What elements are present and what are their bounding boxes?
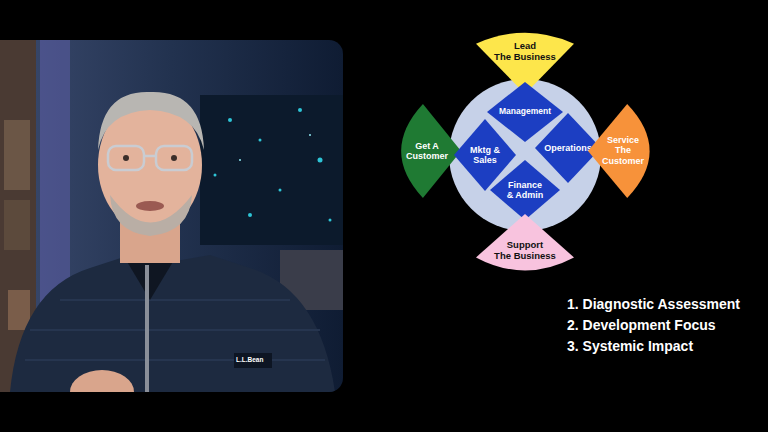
node-label: Mktg & Sales [470, 145, 500, 166]
text-line: Finance [507, 180, 544, 190]
node-label: Get A Customer [406, 141, 448, 162]
shape-fill [401, 104, 461, 198]
text-line: Service [602, 135, 644, 145]
service-segment: Service The Customer [588, 104, 658, 198]
list-item: 2. Development Focus [567, 317, 716, 333]
list-item: 1. Diagnostic Assessment [567, 296, 740, 312]
shape-fill [588, 104, 650, 198]
text-line: Mktg & [470, 145, 500, 155]
customer-segment: Get A Customer [393, 104, 461, 198]
text-line: Lead [494, 41, 556, 52]
text-line: The Business [494, 52, 556, 63]
shape-fill [476, 214, 574, 270]
node-label: Finance & Admin [507, 180, 544, 201]
text-line: Support [494, 240, 556, 251]
list-item: 3. Systemic Impact [567, 338, 693, 354]
support-segment: Support The Business [476, 214, 574, 276]
text-line: Customer [602, 156, 644, 166]
node-label: Service The Customer [602, 135, 644, 166]
node-label: Support The Business [494, 240, 556, 262]
node-label: Lead The Business [494, 41, 556, 63]
brand-logo: L.L.Bean [236, 356, 263, 363]
node-label: Operations [544, 143, 592, 153]
text-line: & Admin [507, 190, 544, 200]
function-diamond: Finance & Admin [490, 160, 560, 220]
text-line: Sales [470, 155, 500, 165]
text-line: Customer [406, 151, 448, 161]
text-line: The [602, 146, 644, 156]
shape-fill [490, 160, 560, 220]
node-label: Management [499, 107, 551, 117]
text-line: The Business [494, 251, 556, 262]
text-line: Get A [406, 141, 448, 151]
